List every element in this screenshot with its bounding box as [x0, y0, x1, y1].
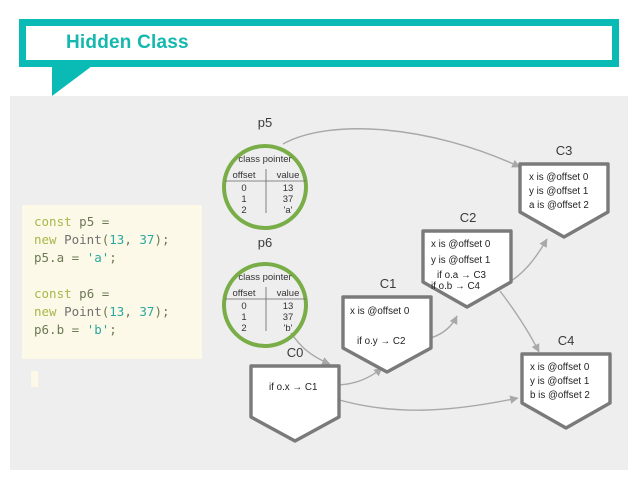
code-token: ; [109, 250, 117, 265]
code-token: ); [154, 304, 170, 319]
code-token: ( [101, 304, 110, 319]
code-block: const p5 =new Point(13, 37);p5.a = 'a'; … [22, 205, 202, 359]
code-token: p5.a = [34, 250, 87, 265]
code-token: Point [64, 232, 102, 247]
code-line: new Point(13, 37); [34, 231, 192, 249]
code-token: p6.b = [34, 322, 87, 337]
page-title: Hidden Class [66, 32, 189, 53]
code-token: const [34, 286, 72, 301]
code-token: const [34, 214, 72, 229]
code-line: const p6 = [34, 285, 192, 303]
code-token: ; [109, 322, 117, 337]
code-token: p5 = [71, 214, 110, 229]
code-line: const p5 = [34, 213, 192, 231]
code-token: , [124, 232, 140, 247]
code-token: Point [64, 304, 102, 319]
code-line [34, 267, 192, 285]
code-token: 13 [109, 232, 125, 247]
code-token [57, 304, 65, 319]
code-token: ( [101, 232, 110, 247]
header-banner-tail [52, 66, 92, 96]
code-token: p6 = [71, 286, 110, 301]
header-banner: Hidden Class [19, 19, 619, 67]
code-token: 'b' [86, 322, 110, 337]
code-token [57, 232, 65, 247]
code-line: p6.b = 'b'; [34, 321, 192, 339]
code-token: 37 [139, 304, 155, 319]
code-token: 37 [139, 232, 155, 247]
code-token: new [34, 232, 57, 247]
code-token: 13 [109, 304, 125, 319]
code-line: p5.a = 'a'; [34, 249, 192, 267]
code-token: , [124, 304, 140, 319]
code-token: ); [154, 232, 170, 247]
code-caret [31, 371, 38, 387]
code-token: 'a' [86, 250, 110, 265]
code-token: new [34, 304, 57, 319]
code-line: new Point(13, 37); [34, 303, 192, 321]
header-banner-inner: Hidden Class [26, 26, 612, 60]
code-token [34, 268, 42, 283]
